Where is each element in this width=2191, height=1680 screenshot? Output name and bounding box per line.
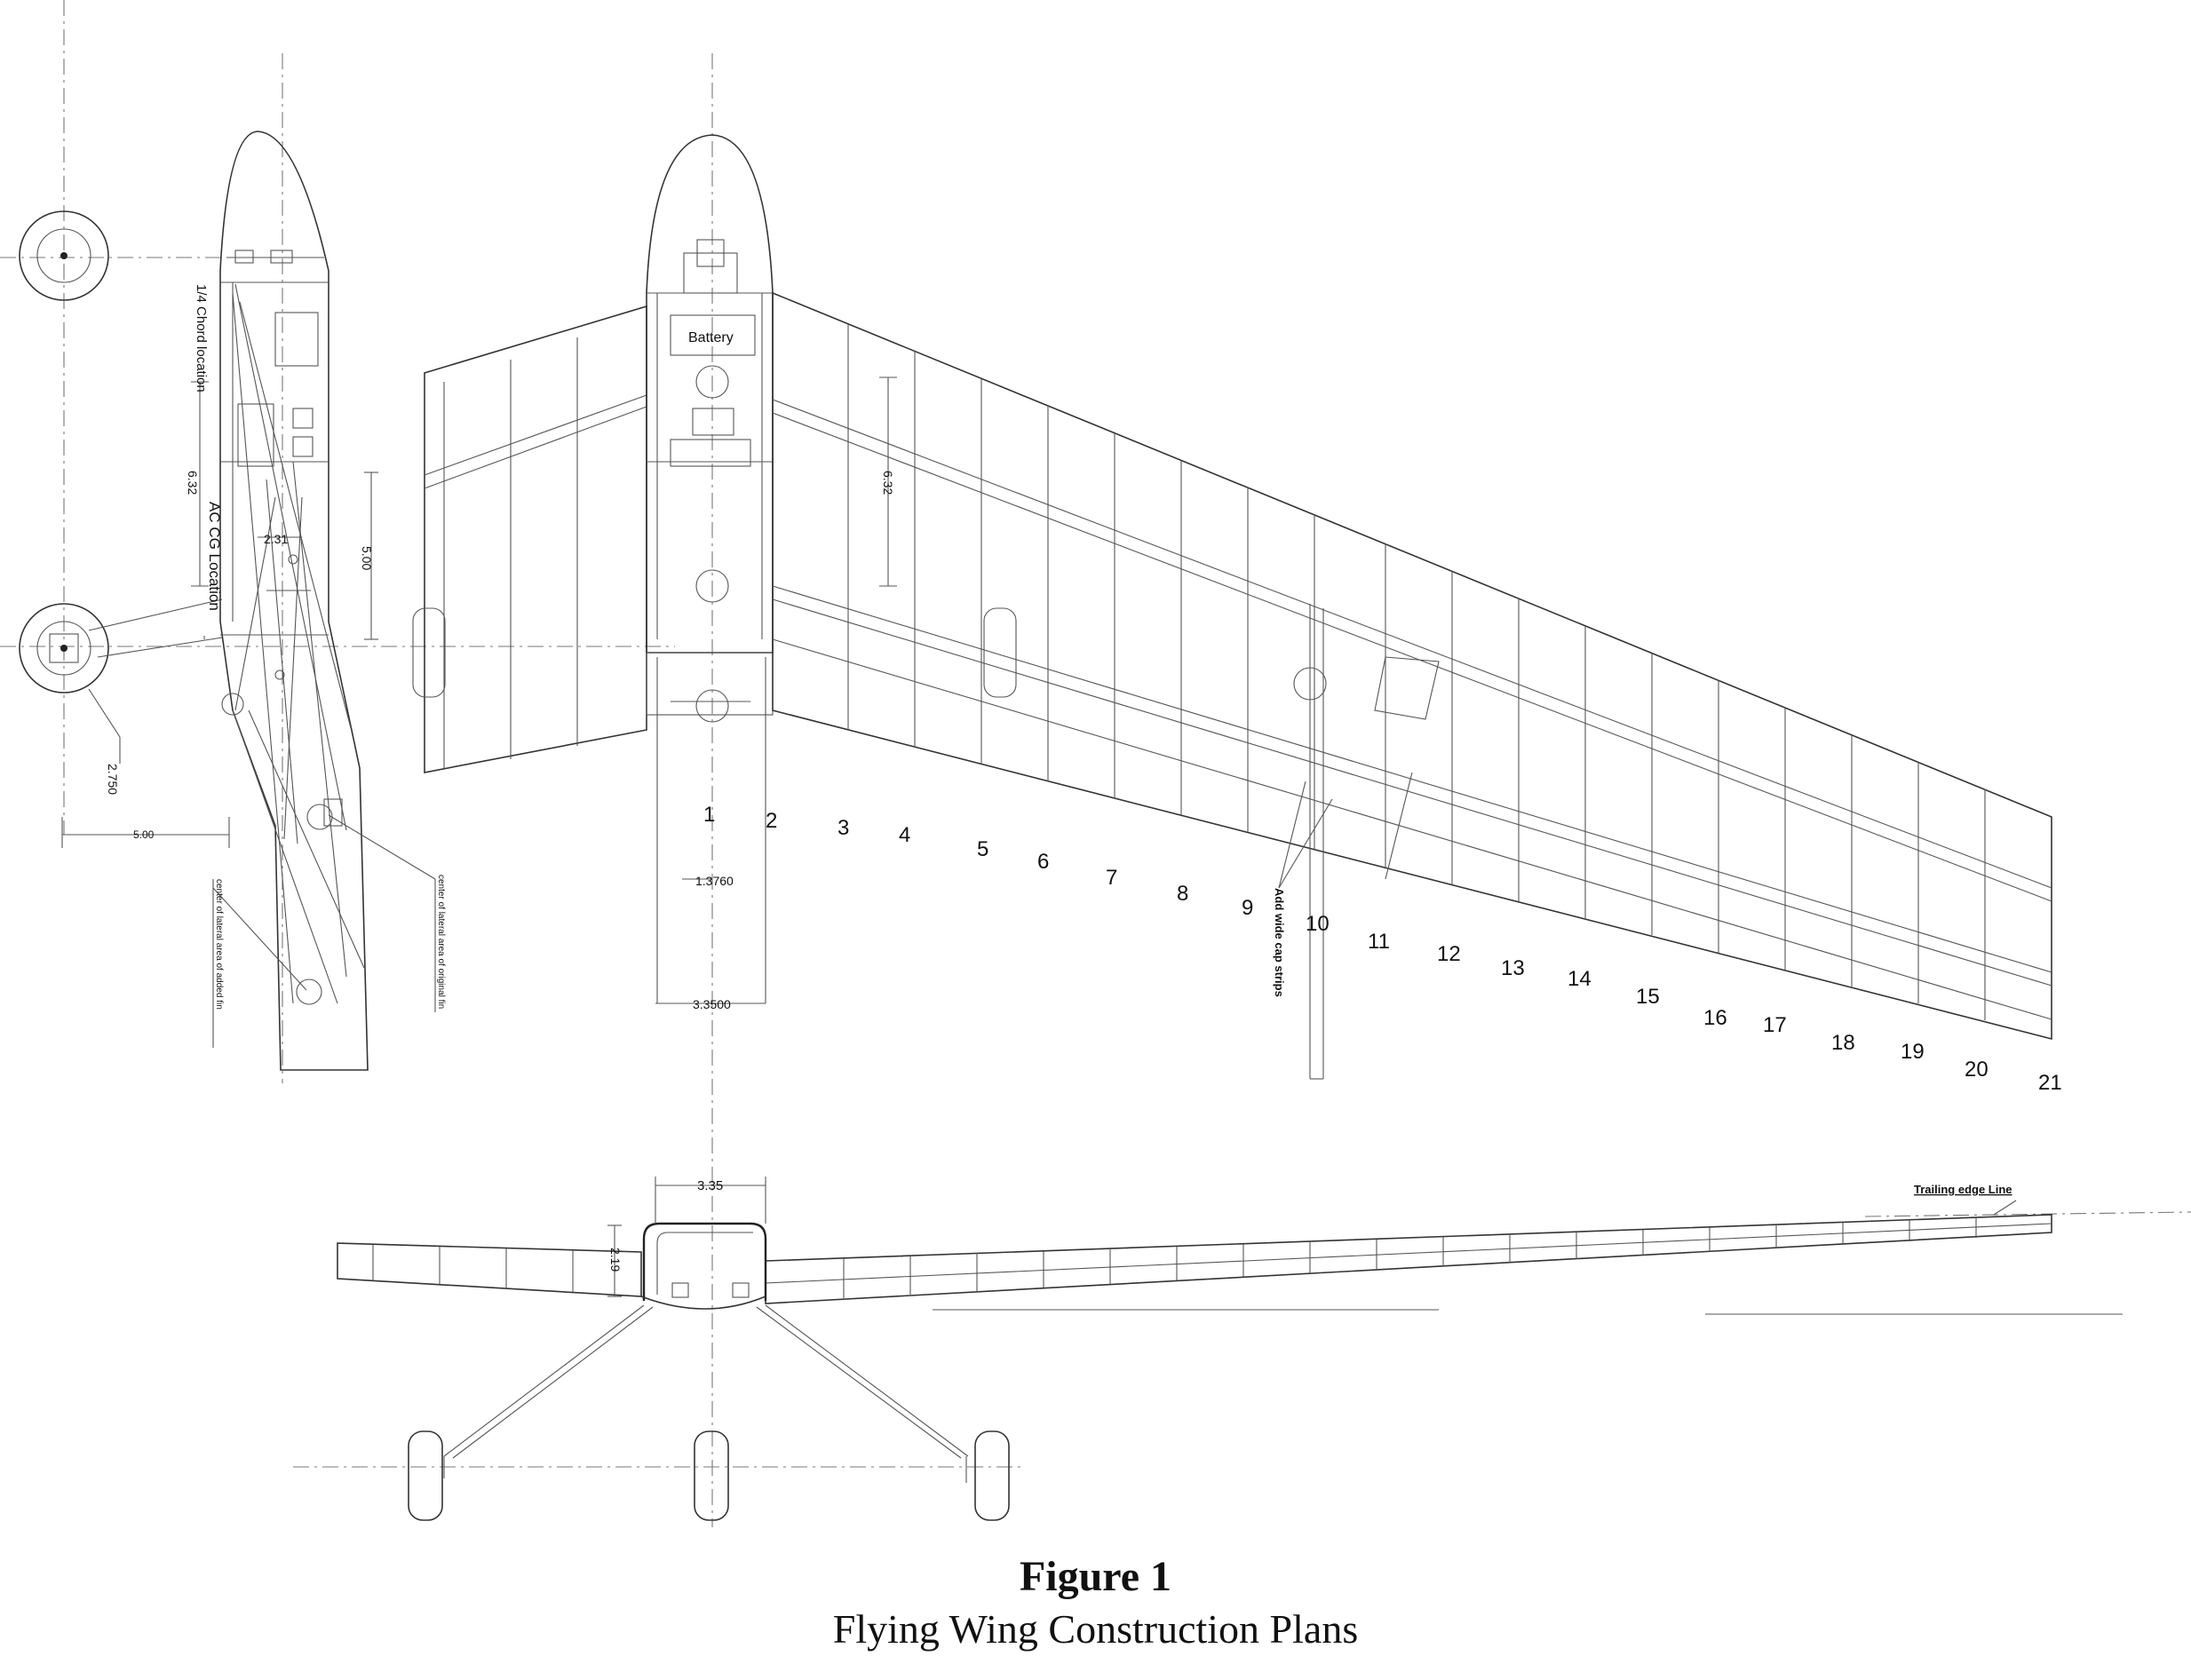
rib-number: 17 bbox=[1763, 1013, 1787, 1037]
rib-number: 20 bbox=[1965, 1058, 1989, 1082]
rib-number: 19 bbox=[1901, 1040, 1925, 1064]
rib-number: 9 bbox=[1242, 896, 1253, 920]
wing-ribs bbox=[847, 324, 1986, 1020]
dim-6-32-top: 6.32 bbox=[881, 471, 895, 495]
rib-number: 21 bbox=[2038, 1071, 2062, 1095]
dim-5-00-horizontal: 5.00 bbox=[133, 828, 155, 841]
top-view: Battery bbox=[412, 53, 2062, 1527]
rib-number: 7 bbox=[1106, 866, 1117, 890]
dim-3-3500: 3.3500 bbox=[693, 997, 731, 1011]
rib-number: 12 bbox=[1437, 942, 1461, 966]
rib-number: 13 bbox=[1501, 956, 1525, 980]
quarter-chord-label: 1/4 Chord location bbox=[194, 284, 209, 392]
rib-number: 5 bbox=[977, 837, 988, 861]
front-wing-ribs bbox=[372, 1217, 1977, 1298]
dim-2-19: 2.19 bbox=[608, 1248, 623, 1272]
rib-number: 1 bbox=[703, 803, 715, 827]
rib-number: 11 bbox=[1368, 930, 1390, 954]
dim-6-32-side: 6.32 bbox=[186, 471, 200, 495]
rib-number: 6 bbox=[1037, 850, 1049, 874]
rib-number: 18 bbox=[1831, 1031, 1855, 1055]
battery-label: Battery bbox=[688, 330, 734, 345]
rib-number: 15 bbox=[1636, 985, 1660, 1009]
figure-title: Figure 1 bbox=[1019, 1553, 1172, 1600]
rib-number: 4 bbox=[899, 823, 910, 847]
ac-cg-label: AC CG Location bbox=[206, 502, 223, 611]
rib-number: 10 bbox=[1306, 912, 1330, 936]
front-view: 3.35 2.19 Trailing edge Line bbox=[293, 1177, 2191, 1521]
cap-strip-label: Add wide cap strips bbox=[1273, 888, 1286, 997]
rib-numbers: 1 2 3 4 5 6 7 8 9 10 11 12 13 14 15 16 1… bbox=[703, 803, 2062, 1095]
trailing-edge-label: Trailing edge Line bbox=[1914, 1183, 2012, 1196]
wheel-diameter-dim: 2.750 bbox=[106, 764, 120, 795]
rib-number: 2 bbox=[766, 809, 777, 833]
rib-number: 14 bbox=[1568, 967, 1592, 991]
dim-3-35: 3.35 bbox=[697, 1178, 723, 1193]
dim-2-31: 2.31 bbox=[264, 532, 288, 546]
figure-subtitle: Flying Wing Construction Plans bbox=[832, 1606, 1359, 1652]
rib-number: 8 bbox=[1177, 882, 1188, 906]
side-view: 1/4 Chord location AC CG Location 6.32 2… bbox=[0, 0, 675, 1083]
nose-wheel bbox=[19, 210, 109, 301]
original-fin-label: center of lateral area of original fin bbox=[436, 875, 446, 1009]
dim-1-3760: 1.3760 bbox=[695, 874, 734, 888]
added-fin-label: center of lateral area of added fin bbox=[214, 879, 224, 1010]
rib-number: 16 bbox=[1703, 1006, 1727, 1030]
rib-number: 3 bbox=[838, 816, 849, 840]
dim-5-00-vertical: 5.00 bbox=[360, 546, 374, 570]
main-wheel bbox=[19, 603, 109, 693]
